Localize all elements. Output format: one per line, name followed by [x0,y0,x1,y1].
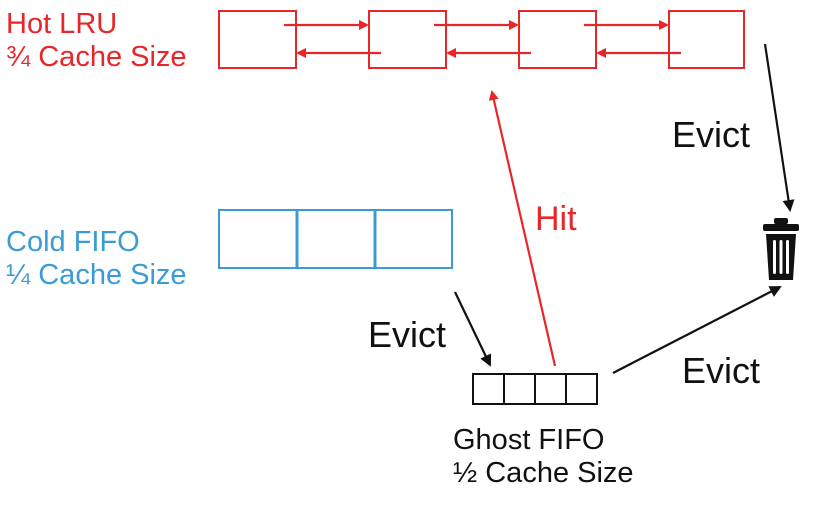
hot-lru-node [368,10,447,69]
cold-fifo-queue [218,209,453,269]
evict-cold-arrow [454,291,492,367]
hot-lru-links [284,20,681,58]
hot-lru-label: Hot LRU ¾ Cache Size [6,8,187,75]
hot-lru-title: Hot LRU [6,8,118,40]
ghost-fifo-title: Ghost FIFO [453,424,605,456]
ghost-fifo-size: ½ Cache Size [453,457,634,490]
hot-lru-node [518,10,597,69]
trash-icon [763,218,799,280]
evict-cold-label: Evict [368,314,447,355]
ghost-fifo-queue [472,373,598,405]
evict-hot-arrow [763,43,795,212]
hot-lru-node [668,10,745,69]
hot-lru-node [218,10,297,69]
ghost-fifo-label: Ghost FIFO ½ Cache Size [453,424,634,491]
cold-fifo-title: Cold FIFO [6,226,140,258]
hit-arrow [488,90,557,367]
hot-lru-size: ¾ Cache Size [6,41,187,74]
evict-hot-label: Evict [672,114,751,155]
hit-label: Hit [535,200,577,238]
cold-fifo-label: Cold FIFO ¼ Cache Size [6,226,187,293]
evict-ghost-label: Evict [682,350,761,391]
hot-lru-list [218,10,745,69]
cold-fifo-size: ¼ Cache Size [6,259,187,292]
evict-ghost-arrow [612,286,782,374]
